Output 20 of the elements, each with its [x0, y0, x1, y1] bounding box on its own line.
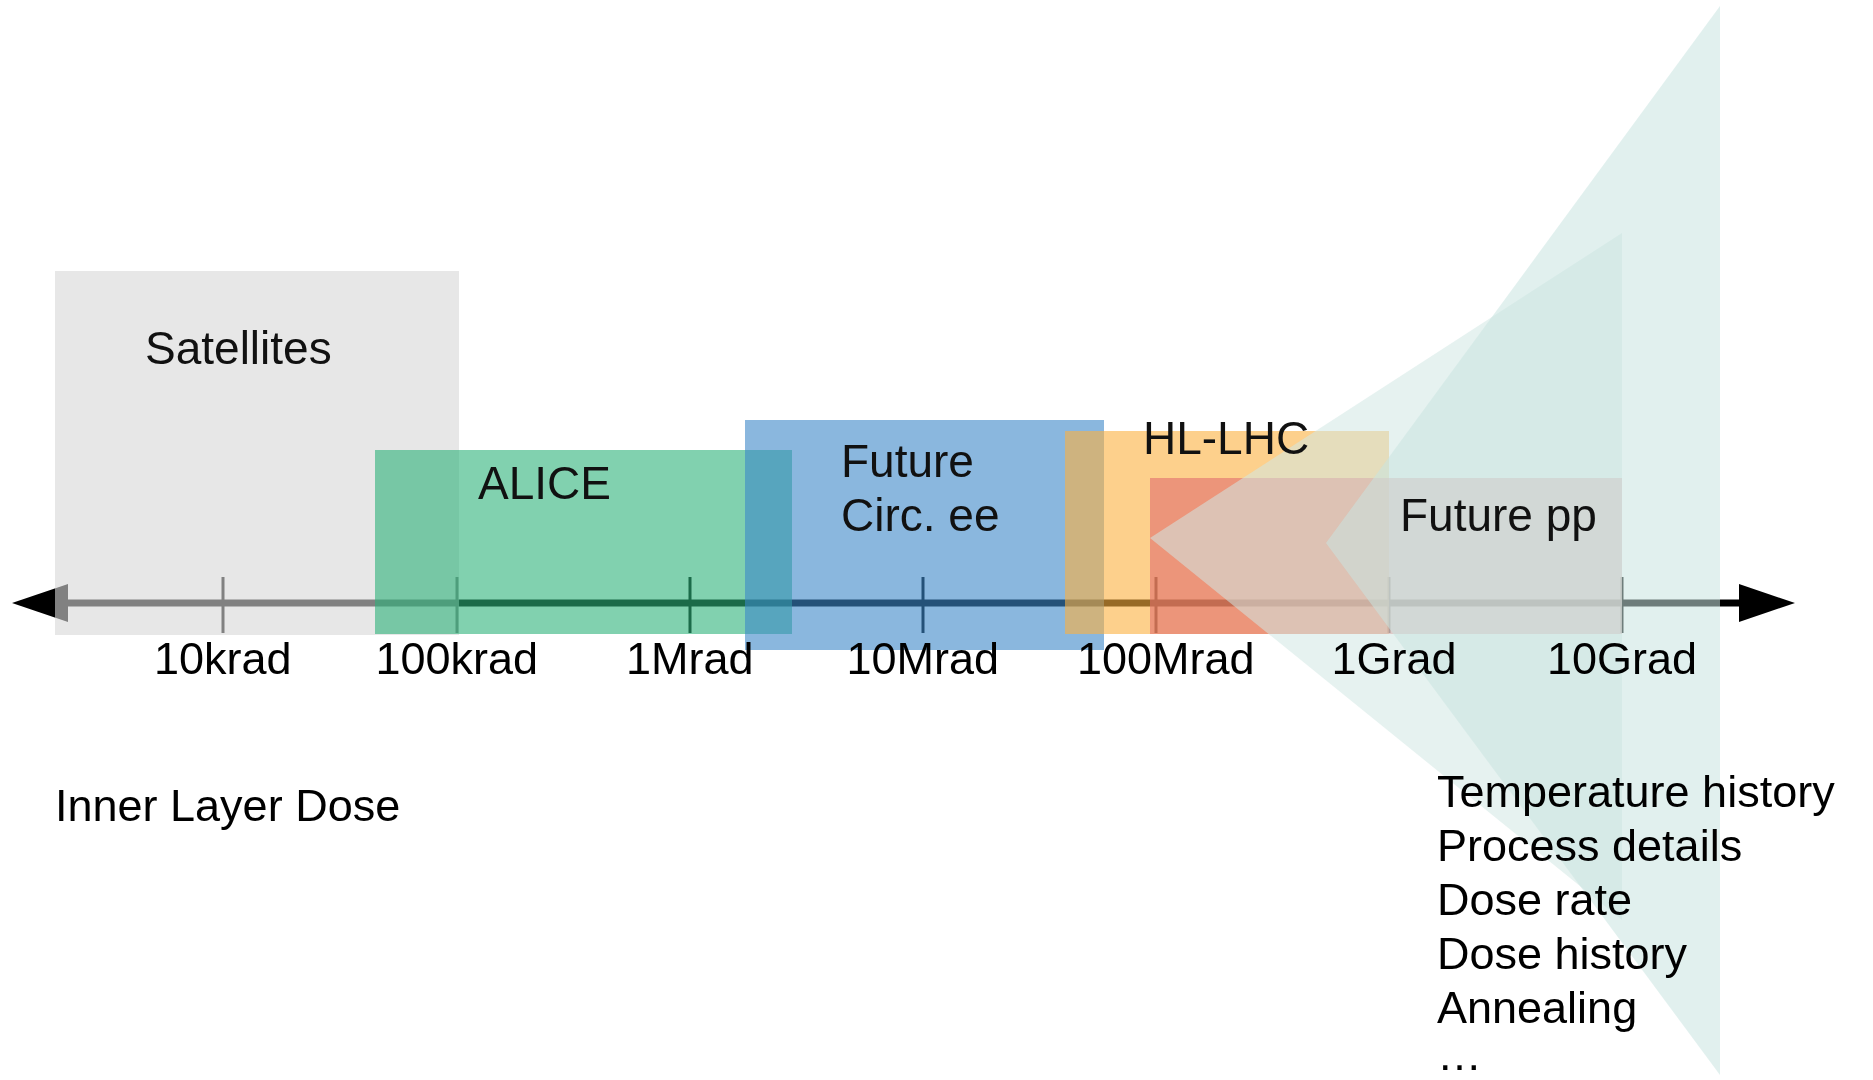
range-label: HL-LHC — [1143, 411, 1310, 465]
note-line: Dose rate — [1437, 875, 1633, 925]
axis-title: Inner Layer Dose — [55, 781, 401, 831]
tick-label: 1Grad — [1331, 634, 1457, 684]
note-line: Temperature history — [1437, 767, 1835, 817]
tick-label: 100Mrad — [1077, 634, 1255, 684]
range-label: ALICE — [478, 456, 611, 510]
note-line: … — [1437, 1030, 1482, 1080]
tick-label: 1Mrad — [626, 634, 754, 684]
range-band — [55, 271, 459, 635]
note-line: Annealing — [1437, 983, 1638, 1033]
tick-label: 10Mrad — [846, 634, 1000, 684]
range-label: Future pp — [1400, 488, 1597, 542]
tick-label: 10Grad — [1547, 634, 1698, 684]
note-line: Process details — [1437, 821, 1743, 871]
note-line: Dose history — [1437, 929, 1688, 979]
range-label: Satellites — [145, 321, 332, 375]
tick-label: 10krad — [154, 634, 292, 684]
tick-label: 100krad — [375, 634, 539, 684]
range-label: Future Circ. ee — [841, 434, 1001, 542]
